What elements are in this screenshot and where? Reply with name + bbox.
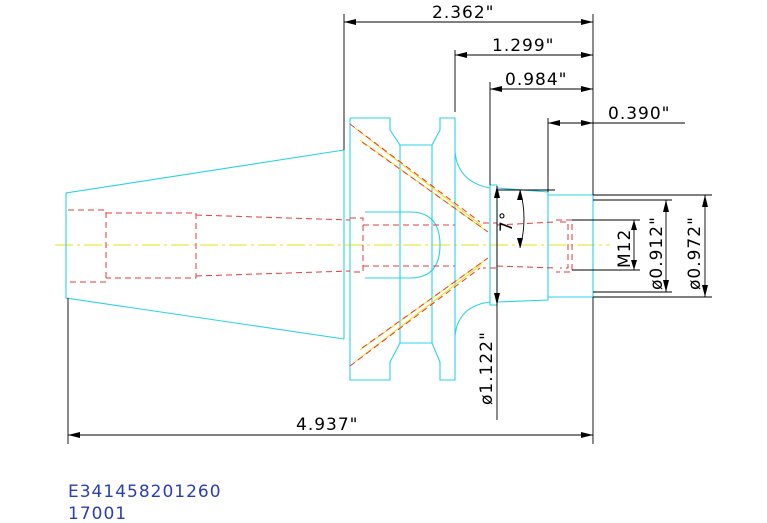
dim-1299: 1.299": [492, 36, 555, 56]
dim-0984: 0.984": [505, 70, 568, 90]
dimension-lines: [67, 14, 712, 444]
part-code: E341458201260: [68, 482, 222, 502]
part-outline: [65, 117, 594, 381]
part-number: 17001: [68, 504, 127, 523]
dim-dia-0972: ø0.972": [685, 216, 705, 290]
dim-dia-0912: ø0.912": [647, 216, 667, 290]
dim-0390: 0.390": [608, 104, 671, 124]
dim-flange-to-end: 2.362": [432, 3, 495, 23]
dim-thread: M12: [615, 229, 635, 268]
hidden-lines: [68, 123, 573, 367]
dim-angle: 7°: [497, 211, 517, 232]
dim-overall-length: 4.937": [296, 415, 359, 435]
dim-dia-1122: ø1.122": [477, 331, 497, 405]
